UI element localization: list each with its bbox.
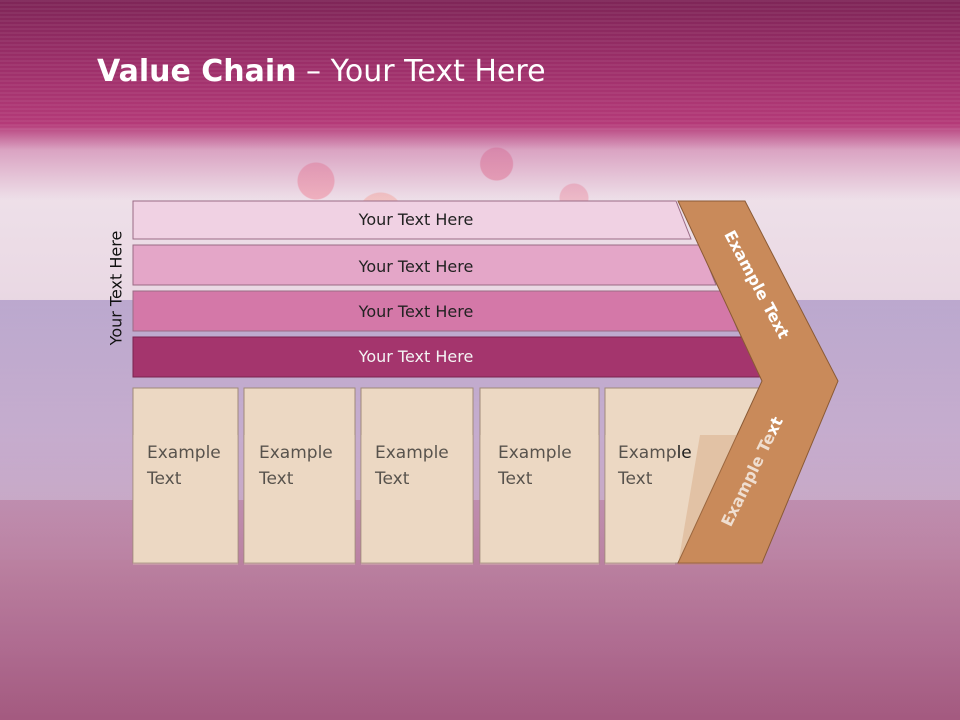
bar-1-label: Your Text Here <box>358 210 474 229</box>
bar-3: Your Text Here <box>132 290 739 332</box>
title-bold: Value Chain <box>97 54 297 89</box>
cell-3-shape <box>360 387 474 564</box>
bar-4: Your Text Here <box>132 336 763 378</box>
bar-1-shape <box>132 200 692 240</box>
cell-4-shape <box>479 387 600 564</box>
bar-2: Your Text Here <box>132 244 717 286</box>
cell-1-line1: Example <box>147 443 221 463</box>
title-rest: – Your Text Here <box>296 54 546 89</box>
cell-2-line2: Text <box>259 469 294 489</box>
bar-1: Your Text Here <box>132 200 692 240</box>
slide-title: Value Chain – Your Text Here <box>97 54 546 89</box>
cell-4-line2: Text <box>498 469 533 489</box>
cell-5-line2: Text <box>618 469 653 489</box>
bar-2-shape <box>132 244 717 286</box>
cell-2-line1: Example <box>259 443 333 463</box>
bar-3-shape <box>132 290 739 332</box>
bar-2-label: Your Text Here <box>358 257 474 276</box>
cell-5-line1: Example <box>618 443 692 463</box>
cell-4-line1: Example <box>498 443 572 463</box>
header-band <box>0 0 960 200</box>
cell-2-shape <box>243 387 356 564</box>
bar-4-label: Your Text Here <box>358 347 474 366</box>
cell-3-line2: Text <box>375 469 410 489</box>
cell-3-line1: Example <box>375 443 449 463</box>
chevron-shape <box>677 200 839 564</box>
bar-3-label: Your Text Here <box>358 302 474 321</box>
cell-1-shape <box>132 387 239 564</box>
cell-1-line2: Text <box>147 469 182 489</box>
